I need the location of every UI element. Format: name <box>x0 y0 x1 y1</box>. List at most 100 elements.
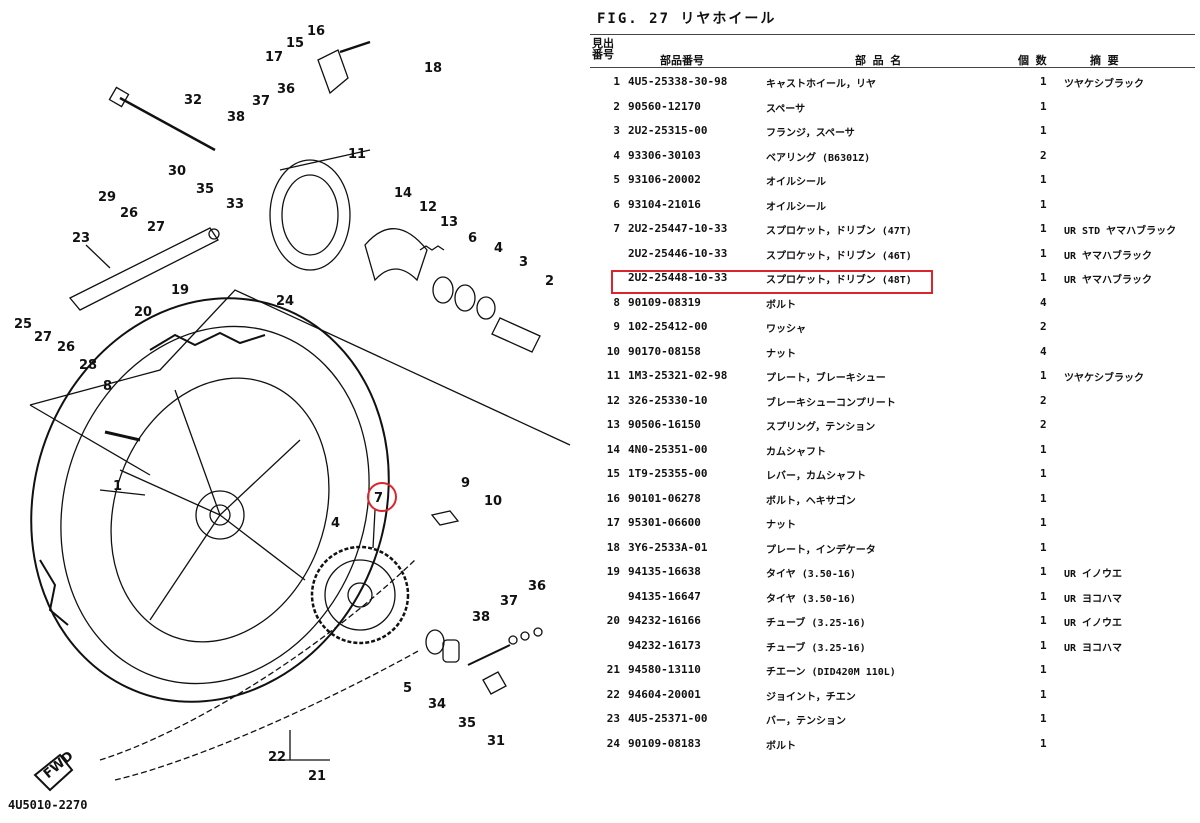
part-number-cell: 93104-21016 <box>628 197 701 211</box>
part-name-cell: ボルト <box>766 299 796 311</box>
remarks-cell: UR ヨコハマ <box>1064 642 1123 654</box>
svg-text:4: 4 <box>331 516 340 531</box>
header-bottom-rule <box>590 67 1195 68</box>
remarks-cell: UR イノウエ <box>1064 618 1123 629</box>
qty-cell: 4 <box>1040 295 1047 309</box>
fwd-arrow-icon <box>33 753 74 792</box>
part-name-cell: バー，テンション <box>766 716 846 727</box>
svg-text:24: 24 <box>276 294 294 309</box>
ref-no-cell: 2 <box>613 99 620 113</box>
part-name-cell: ジョイント，チエン <box>766 691 856 703</box>
svg-text:5: 5 <box>403 681 412 696</box>
part-number-cell: 95301-06600 <box>628 516 701 529</box>
part-name-cell: ブレーキシューコンプリート <box>766 397 896 409</box>
qty-cell: 1 <box>1040 736 1047 750</box>
svg-text:37: 37 <box>252 94 270 109</box>
qty-cell: 2 <box>1040 148 1047 162</box>
tension-bar <box>68 227 219 311</box>
cam-lever <box>317 49 349 95</box>
part-number-cell: 90170-08158 <box>628 344 701 358</box>
part-number-cell: 94232-16166 <box>628 614 701 627</box>
part-number-cell: 94135-16638 <box>628 565 701 578</box>
brake-shoe <box>364 228 428 282</box>
part-number-cell: 94604-20001 <box>628 687 701 701</box>
ref-no-cell: 21 <box>606 663 620 676</box>
qty-cell: 1 <box>1040 614 1047 627</box>
svg-text:10: 10 <box>484 494 502 509</box>
part-name-cell: レバー，カムシャフト <box>766 471 866 482</box>
ref-no-cell: 7 <box>613 222 620 235</box>
drive-chain <box>114 649 421 781</box>
svg-text:22: 22 <box>268 750 286 765</box>
part-number-cell: 90560-12170 <box>628 99 701 113</box>
svg-text:27: 27 <box>34 330 52 345</box>
table-header: 見出番号 部品番号 部 品 名 個 数 摘 要 <box>590 38 1195 67</box>
part-name-cell: タイヤ (3.50-16) <box>766 593 856 605</box>
svg-text:20: 20 <box>134 305 152 320</box>
assembly-guide-line <box>29 289 571 446</box>
part-number-cell: 2U2-25448-10-33 <box>628 271 728 284</box>
bearing-6 <box>432 276 454 304</box>
svg-text:37: 37 <box>500 594 518 609</box>
part-number-cell: 93306-30103 <box>628 148 701 162</box>
rear-wheel <box>30 297 390 703</box>
svg-text:26: 26 <box>57 340 75 355</box>
part-number-cell: 93106-20002 <box>628 173 701 186</box>
part-number-cell: 2U2-25446-10-33 <box>628 246 728 260</box>
svg-text:17: 17 <box>265 50 283 65</box>
svg-text:6: 6 <box>468 231 477 246</box>
svg-text:9: 9 <box>461 476 470 491</box>
part-number-cell: 326-25330-10 <box>628 393 708 407</box>
spacer-34 <box>442 639 460 663</box>
qty-cell: 1 <box>1040 99 1047 113</box>
qty-cell: 1 <box>1040 663 1047 676</box>
svg-text:36: 36 <box>277 82 295 97</box>
part-number-cell: 90109-08183 <box>628 736 701 750</box>
svg-text:28: 28 <box>79 358 97 373</box>
svg-text:33: 33 <box>226 197 244 212</box>
qty-cell: 1 <box>1040 687 1047 701</box>
ref-no-cell: 19 <box>606 565 620 578</box>
svg-text:38: 38 <box>227 110 245 125</box>
qty-cell: 1 <box>1040 467 1047 480</box>
part-name-cell: プレート，インデケータ <box>766 544 876 556</box>
qty-cell: 1 <box>1040 75 1047 88</box>
part-number-cell: 94135-16647 <box>628 589 701 603</box>
svg-text:8: 8 <box>103 379 112 394</box>
ref-no-cell: 11 <box>606 369 620 382</box>
qty-cell: 1 <box>1040 271 1047 284</box>
part-name-cell: ボルト <box>766 740 796 752</box>
ref-no-cell: 10 <box>606 344 620 358</box>
svg-text:15: 15 <box>286 36 304 51</box>
qty-cell: 1 <box>1040 124 1047 137</box>
part-name-cell: ボルト，ヘキサゴン <box>766 495 856 507</box>
svg-text:18: 18 <box>424 61 442 76</box>
svg-text:25: 25 <box>14 317 32 332</box>
qty-cell: 1 <box>1040 197 1047 211</box>
svg-text:32: 32 <box>184 93 202 108</box>
svg-text:31: 31 <box>487 734 505 749</box>
part-name-cell: オイルシール <box>766 177 826 188</box>
part-name-cell: オイルシール <box>766 201 826 213</box>
qty-cell: 1 <box>1040 638 1047 652</box>
part-number-cell: 102-25412-00 <box>628 320 708 333</box>
part-name-cell: ナット <box>766 348 796 360</box>
ref-no-cell: 13 <box>606 418 620 431</box>
